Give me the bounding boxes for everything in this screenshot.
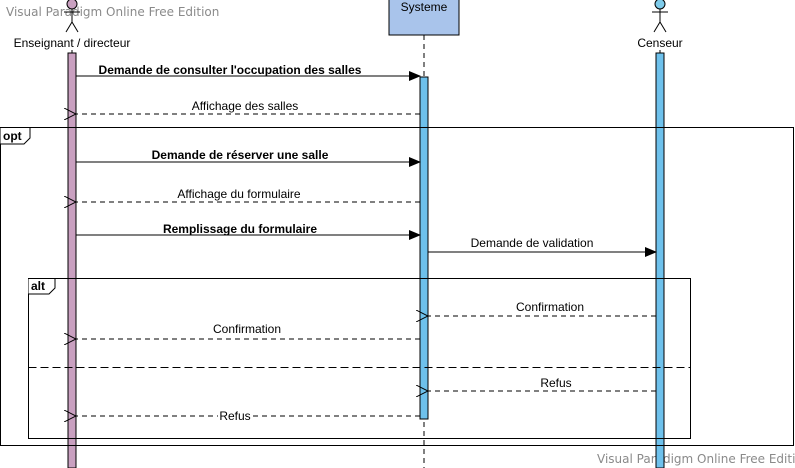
message-8-label: Confirmation <box>213 322 281 336</box>
actor1-label: Enseignant / directeur <box>14 36 131 50</box>
actor2-label: Censeur <box>637 36 682 50</box>
fragment-alt: alt <box>28 278 691 439</box>
fragment-alt-label: alt <box>31 279 45 293</box>
message-2: Affichage des salles <box>76 99 420 114</box>
activation-actor1 <box>67 52 77 468</box>
message-7: Confirmation <box>428 300 656 316</box>
watermark-bottom: Visual Paradigm Online Free Edition <box>597 452 795 466</box>
actor2-figure <box>652 0 668 33</box>
message-10: Refus <box>76 409 420 423</box>
message-7-label: Confirmation <box>516 300 584 314</box>
message-8: Confirmation <box>76 322 420 339</box>
message-1: Demande de consulter l'occupation des sa… <box>76 63 421 81</box>
message-2-label: Affichage des salles <box>192 99 299 113</box>
message-9: Refus <box>428 376 656 391</box>
message-3-label: Demande de réserver une salle <box>152 148 329 162</box>
message-10-label: Refus <box>219 409 250 423</box>
message-4-label: Affichage du formulaire <box>177 187 301 201</box>
message-6: Demande de validation <box>428 236 657 257</box>
message-5-label: Remplissage du formulaire <box>163 222 317 236</box>
message-6-label: Demande de validation <box>471 236 594 250</box>
system-header-box <box>388 0 460 36</box>
actor1-head <box>66 0 78 10</box>
actor1-figure <box>64 0 80 33</box>
system-label: Systeme <box>401 0 448 14</box>
message-9-label: Refus <box>540 376 571 390</box>
message-3: Demande de réserver une salle <box>76 148 421 167</box>
activation-actor2 <box>655 52 665 468</box>
message-5: Remplissage du formulaire <box>76 222 421 240</box>
watermark-top: Visual Paradigm Online Free Edition <box>6 5 220 19</box>
activation-system <box>419 76 429 420</box>
fragment-opt: opt <box>0 127 794 446</box>
message-4: Affichage du formulaire <box>76 187 420 202</box>
fragment-opt-label: opt <box>3 129 22 143</box>
actor2-head <box>654 0 666 10</box>
message-1-label: Demande de consulter l'occupation des sa… <box>99 63 362 77</box>
